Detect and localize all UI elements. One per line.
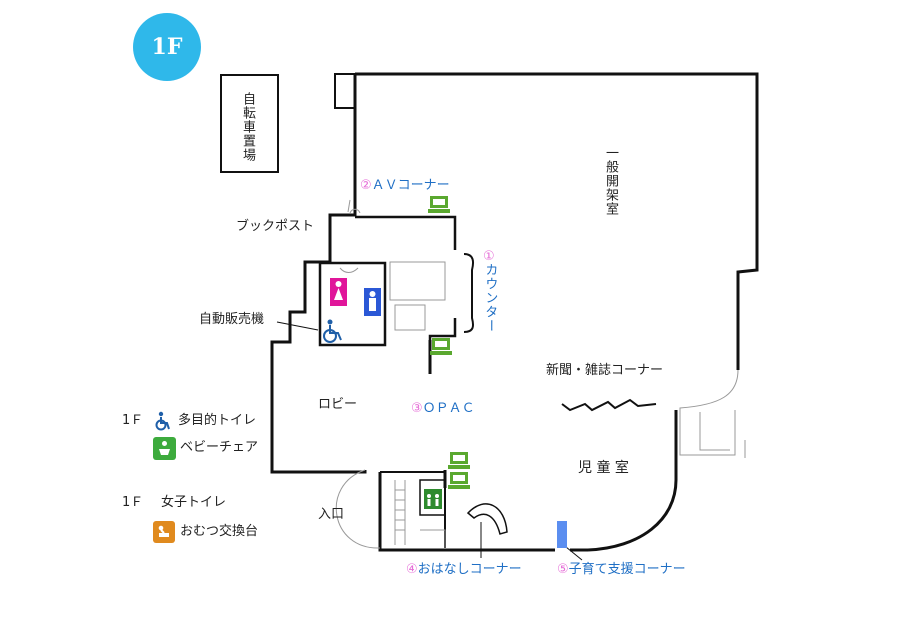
storytelling-corner-label: ④おはなしコーナー	[406, 563, 522, 576]
open-stacks-label: 一般開架室	[603, 146, 618, 216]
legend-diaper-table: おむつ交換台	[180, 524, 259, 539]
legend-womens-toilet: 女子トイレ	[161, 495, 227, 510]
legend-baby-chair: ベビーチェア	[180, 440, 259, 455]
counter-text: カウンター	[482, 263, 498, 333]
storytelling-crescent	[466, 503, 508, 535]
elevator-shaft	[419, 479, 446, 516]
lobby-label: ロビー	[318, 397, 358, 412]
counter-bracket	[463, 253, 474, 333]
toilet-block	[318, 261, 387, 347]
opac-text: ＯＰＡＣ	[422, 401, 475, 416]
wheelchair-icon	[153, 411, 173, 431]
baby-chair-icon	[153, 437, 176, 460]
legend-floor-1: 1Ｆ	[122, 413, 144, 428]
counter-label: ①カウンター	[482, 249, 498, 333]
floor-badge: 1F	[133, 13, 201, 81]
opac-number: ③	[411, 401, 423, 416]
childcare-number: ⑤	[557, 562, 569, 577]
counter-number: ①	[483, 249, 496, 264]
childcare-marker	[557, 521, 567, 548]
stair-block	[380, 471, 446, 548]
av-corner-label: ②ＡＶコーナー	[360, 179, 450, 192]
newspaper-corner-label: 新聞・雑誌コーナー	[546, 363, 664, 378]
elevator-icon	[424, 489, 442, 509]
diaper-icon	[153, 521, 175, 543]
entrance-label: 入口	[318, 507, 345, 522]
storytelling-number: ④	[406, 562, 418, 577]
zigzag-divider	[561, 398, 657, 412]
women-toilet-icon	[330, 278, 347, 306]
av-text: ＡＶコーナー	[371, 178, 450, 193]
lower-wall	[378, 472, 588, 552]
storytelling-text: おはなしコーナー	[417, 562, 522, 577]
computer-icon	[448, 452, 470, 469]
childcare-corner-label: ⑤子育て支援コーナー	[557, 563, 686, 576]
small-column	[334, 73, 356, 109]
computer-icon	[448, 472, 470, 489]
legend-floor-2: 1Ｆ	[122, 495, 144, 510]
computer-icon	[430, 338, 452, 355]
book-post-label: ブックポスト	[236, 219, 315, 234]
computer-icon	[428, 196, 450, 213]
bicycle-parking-box	[220, 74, 279, 173]
wheelchair-icon	[323, 319, 342, 343]
vending-label: 自動販売機	[199, 312, 265, 327]
legend-multipurpose-toilet: 多目的トイレ	[178, 413, 257, 428]
childcare-text: 子育て支援コーナー	[568, 562, 686, 577]
outer-wall	[270, 72, 759, 474]
children-curve	[587, 410, 678, 552]
men-toilet-icon	[364, 288, 381, 316]
childrens-room-label: 児 童 室	[578, 460, 629, 476]
av-number: ②	[360, 178, 372, 193]
bicycle-parking-label: 自転車置場	[240, 92, 255, 162]
opac-label: ③ＯＰＡＣ	[411, 402, 475, 415]
